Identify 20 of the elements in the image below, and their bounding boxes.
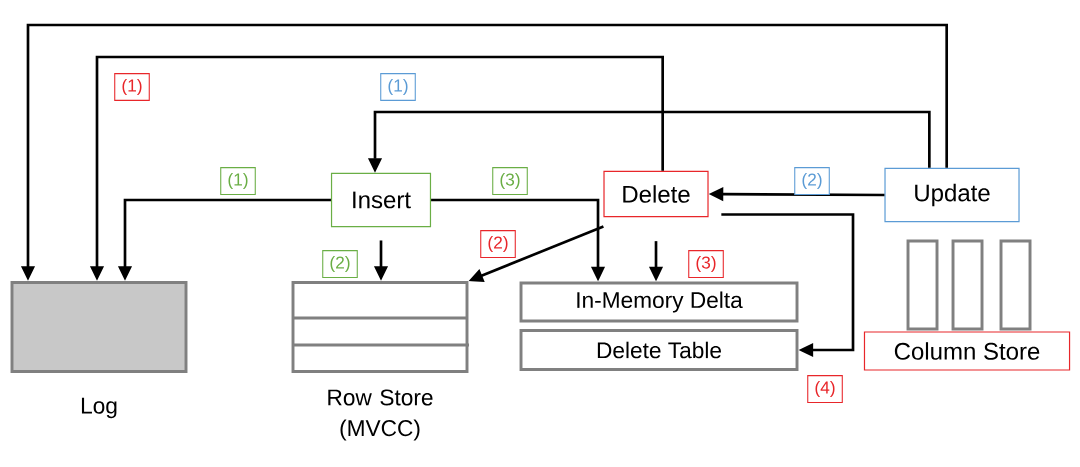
operation-box: Insert — [330, 172, 432, 228]
operation-box: Update — [884, 167, 1020, 223]
edge-label: (2) — [480, 230, 516, 258]
edge-label: (1) — [114, 73, 150, 101]
storage-box: In-Memory Delta — [519, 281, 799, 323]
edge-label: (1) — [220, 167, 256, 195]
edge-label: (2) — [322, 250, 358, 278]
node-label: Row Store (MVCC) — [328, 389, 433, 441]
edge-label: (3) — [492, 167, 528, 195]
operation-box: Column Store — [863, 331, 1071, 371]
edge-label: (1) — [380, 73, 416, 101]
storage-box: Delete Table — [519, 329, 799, 371]
log-box: Log — [10, 281, 188, 419]
edge-label: (3) — [688, 250, 724, 278]
operation-box: Delete — [603, 170, 709, 218]
arrow — [721, 213, 855, 358]
node-label: Log — [81, 397, 117, 419]
row-store-table: Row Store (MVCC) — [291, 281, 471, 441]
edge-label: (4) — [807, 375, 843, 403]
edge-label: (2) — [794, 167, 830, 195]
